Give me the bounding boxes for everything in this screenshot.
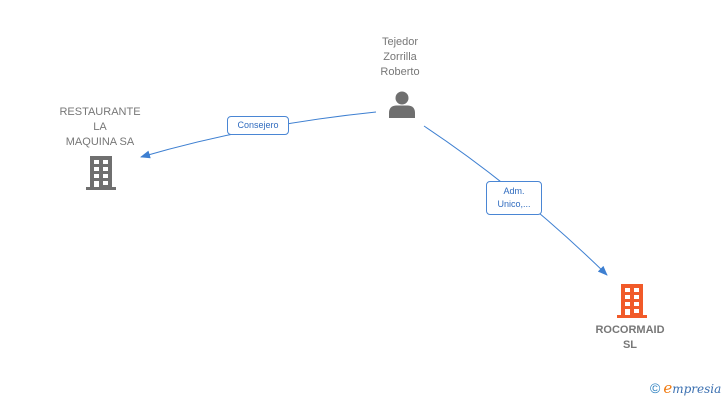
person-name-line-2: Zorrilla (383, 51, 417, 63)
company2-name-line-2: SL (622, 339, 638, 351)
person-name-line-1: Tejedor (381, 36, 419, 48)
company-rocormaid-label[interactable]: ROCORMAID SL (580, 323, 680, 353)
company1-name-line-2: LA (93, 121, 107, 133)
person-icon[interactable] (387, 89, 417, 119)
person-node-label[interactable]: Tejedor Zorrilla Roberto (360, 35, 440, 80)
company1-name-line-1: RESTAURANTE (59, 106, 141, 118)
building-icon[interactable] (616, 284, 648, 318)
company2-name-line-1: ROCORMAID (595, 324, 665, 336)
edge-label-adm-unico[interactable]: Adm. Unico,... (486, 181, 542, 215)
edge-label-text-line-2: Unico,... (497, 199, 531, 209)
empresia-logo: ©empresia (650, 379, 721, 397)
brand-e: e (663, 379, 673, 397)
edge-label-text: Consejero (237, 120, 279, 130)
building-icon[interactable] (85, 156, 117, 190)
company1-name-line-3: MAQUINA SA (65, 136, 135, 148)
edge-label-consejero[interactable]: Consejero (227, 116, 289, 135)
edge-label-text-line-1: Adm. (503, 186, 525, 196)
person-name-line-3: Roberto (380, 66, 420, 78)
company-restaurante-label[interactable]: RESTAURANTE LA MAQUINA SA (45, 105, 155, 150)
brand-name: mpresia (672, 382, 722, 396)
copyright-icon: © (650, 380, 661, 396)
